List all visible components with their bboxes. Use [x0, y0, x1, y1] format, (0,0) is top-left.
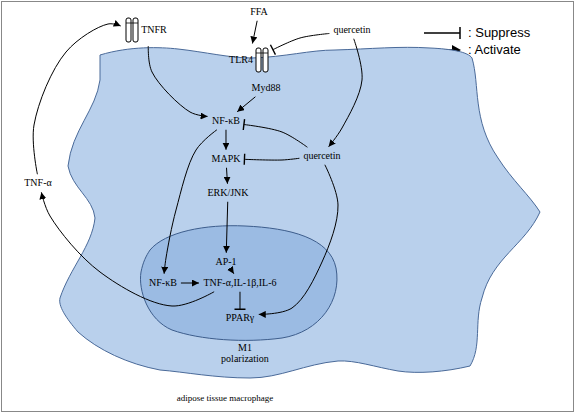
activate-connector — [181, 283, 199, 284]
receptor: TNFR — [123, 16, 169, 44]
molecule-label: quercetin — [333, 24, 370, 36]
receptor-icon — [125, 17, 139, 43]
receptor: TLR4 — [227, 46, 271, 74]
molecule-node: PPARγ — [224, 311, 257, 325]
molecule-label: Myd88 — [252, 82, 281, 94]
molecule-label: NF-κB — [212, 115, 240, 127]
activate-connector — [252, 21, 257, 44]
nucleus — [140, 226, 336, 341]
molecule-label: AP-1 — [215, 256, 236, 268]
molecule-node: Myd88 — [250, 81, 283, 95]
molecule-node: AP-1 — [213, 255, 238, 269]
molecule-node: MAPK — [210, 152, 243, 166]
figure-label: adipose tissue macrophage — [177, 393, 273, 403]
molecule-label: ERK/JNK — [207, 187, 248, 199]
receptor-icon — [255, 47, 269, 73]
molecule-node: FFA — [248, 5, 270, 19]
legend-suppress-sample — [424, 27, 460, 39]
cell-outline — [35, 25, 545, 380]
molecule-node: quercetin — [301, 149, 342, 163]
legend-text: : Suppress — [468, 25, 530, 40]
molecule-node: NF-κB — [210, 114, 242, 128]
suppress-connector — [239, 292, 240, 310]
legend-text: : Activate — [468, 42, 521, 57]
activate-connector — [225, 130, 226, 150]
molecule-node: ERK/JNK — [205, 186, 250, 200]
region-label: M1 polarization — [215, 342, 275, 365]
molecule-label: FFA — [250, 6, 268, 18]
molecule-label: NF-κB — [149, 277, 177, 289]
molecule-label: TNFR — [141, 24, 167, 36]
molecule-node: quercetin — [331, 23, 372, 37]
molecule-label: TLR4 — [229, 54, 253, 66]
molecule-node: TNF-α,IL-1β,IL-6 — [201, 276, 278, 290]
molecule-node: NF-κB — [147, 276, 179, 290]
molecule-label: TNF-α,IL-1β,IL-6 — [203, 277, 276, 289]
cell-region: M1 polarizationMyd88NF-κBquercetinMAPKER… — [35, 25, 545, 380]
molecule-label: quercetin — [303, 150, 340, 162]
molecule-node: TNF-α — [22, 176, 53, 190]
molecule-label: TNF-α — [24, 177, 51, 189]
molecule-label: MAPK — [212, 153, 241, 165]
cell-body — [60, 47, 540, 378]
molecule-label: PPARγ — [226, 312, 255, 324]
suppress-connector — [273, 33, 329, 49]
